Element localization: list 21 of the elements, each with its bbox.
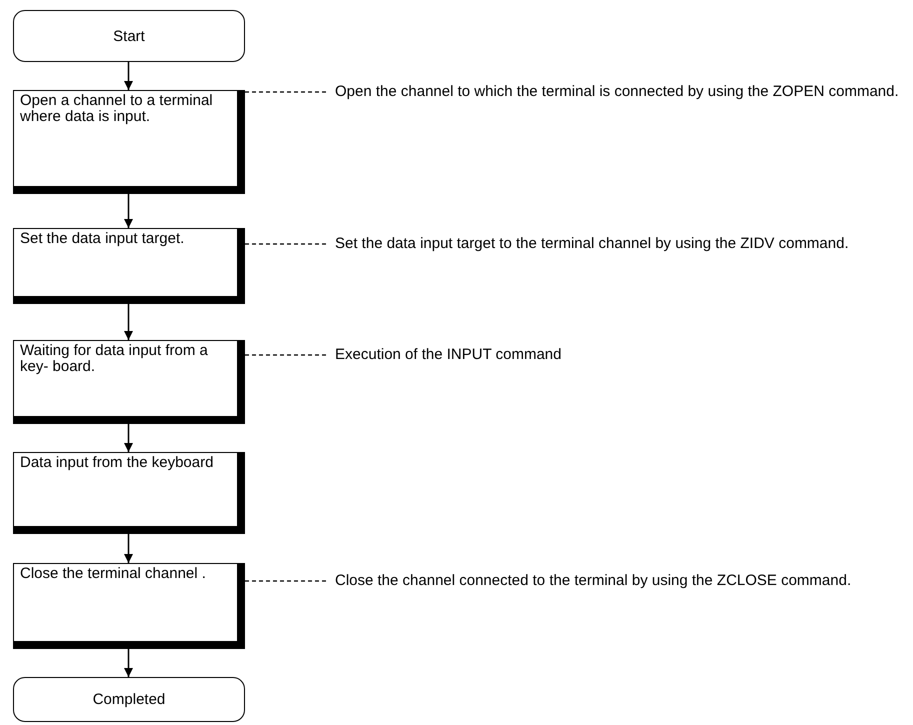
end-terminal: Completed (13, 677, 245, 722)
process-box: Open a channel to a terminal where data is input. (13, 90, 245, 194)
arrow (124, 649, 133, 677)
annotation-text: Open the channel to which the terminal is connected by using the ZOPEN command. (335, 84, 907, 100)
start-terminal: Start (13, 10, 245, 62)
process-box: Set the data input target. (13, 228, 245, 304)
process-box: Waiting for data input from a key- board. (13, 340, 245, 424)
leader-line (245, 243, 329, 245)
leader-line (245, 580, 329, 582)
process-box: Close the terminal channel . (13, 563, 245, 649)
arrow (124, 194, 133, 228)
process-box: Data input from the keyboard (13, 452, 245, 534)
arrow (124, 304, 133, 340)
arrow (124, 424, 133, 452)
annotation-text: Set the data input target to the terminal channel by using the ZIDV command. (335, 236, 907, 252)
leader-line (245, 354, 329, 356)
annotation-text: Execution of the INPUT command (335, 347, 907, 363)
annotation-text: Close the channel connected to the terminal by using the ZCLOSE command. (335, 573, 907, 589)
arrow (124, 534, 133, 563)
leader-line (245, 91, 329, 93)
arrow (124, 62, 133, 90)
